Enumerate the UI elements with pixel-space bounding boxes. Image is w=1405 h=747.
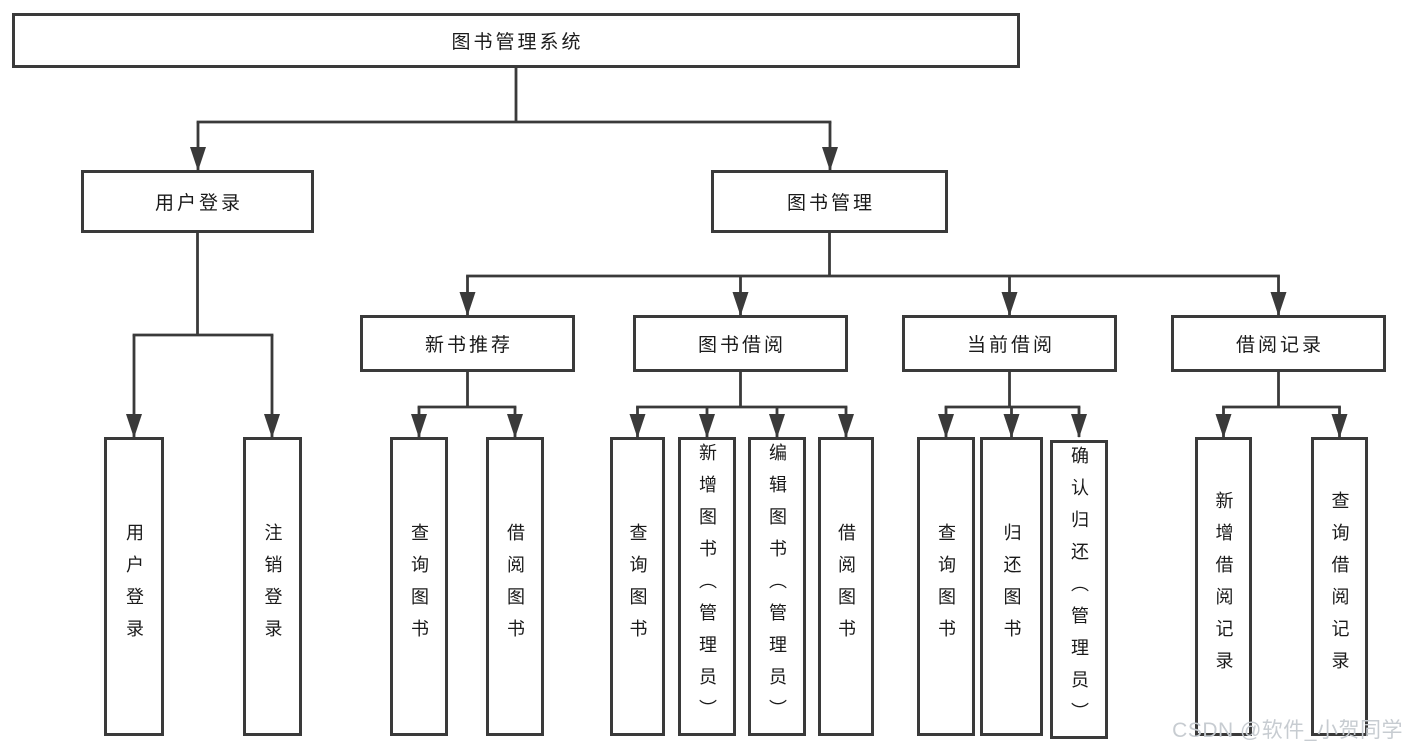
node-return-books: 归还图书 <box>980 437 1043 736</box>
node-query-books: 查询图书 <box>610 437 665 736</box>
node-borrow-books: 借阅图书 <box>486 437 544 736</box>
node-label: 图书借阅 <box>697 335 786 356</box>
node-query-books: 查询图书 <box>917 437 975 736</box>
node-label: 借阅图书 <box>505 522 525 651</box>
node-label: 确认归还（管理员） <box>1069 445 1089 734</box>
node-label: 当前借阅 <box>966 335 1055 356</box>
node-library-management-system: 图书管理系统 <box>12 13 1020 68</box>
node-label: 新增图书（管理员） <box>697 442 717 731</box>
node-new-book-recommendation: 新书推荐 <box>360 315 575 372</box>
node-book-borrowing: 图书借阅 <box>633 315 848 372</box>
node-label: 图书管理系统 <box>451 32 584 53</box>
node-borrow-books: 借阅图书 <box>818 437 874 736</box>
node-confirm-return-admin: 确认归还（管理员） <box>1050 440 1108 739</box>
node-label: 用户登录 <box>124 522 144 651</box>
node-label: 借阅图书 <box>836 522 856 651</box>
node-borrowing-records: 借阅记录 <box>1171 315 1386 372</box>
node-label: 查询图书 <box>409 522 429 651</box>
node-logout: 注销登录 <box>243 437 302 736</box>
node-label: 查询图书 <box>627 522 648 651</box>
node-user-login-leaf: 用户登录 <box>104 437 164 736</box>
node-label: 用户登录 <box>154 193 243 214</box>
node-edit-book-admin: 编辑图书（管理员） <box>748 437 806 736</box>
node-label: 查询图书 <box>936 522 956 651</box>
node-label: 归还图书 <box>1001 522 1022 651</box>
node-add-borrow-record: 新增借阅记录 <box>1195 437 1252 736</box>
node-label: 新增借阅记录 <box>1213 490 1234 683</box>
node-label: 注销登录 <box>262 522 283 651</box>
node-label: 编辑图书（管理员） <box>767 442 787 731</box>
node-query-borrow-record: 查询借阅记录 <box>1311 437 1368 736</box>
csdn-watermark: CSDN @软件_小贺同学 <box>1172 719 1403 742</box>
node-label: 图书管理 <box>786 193 875 214</box>
node-label: 查询借阅记录 <box>1329 490 1350 683</box>
node-current-borrowing: 当前借阅 <box>902 315 1117 372</box>
node-label: 新书推荐 <box>424 335 513 356</box>
node-book-management: 图书管理 <box>711 170 948 233</box>
node-user-login: 用户登录 <box>81 170 314 233</box>
node-query-books: 查询图书 <box>390 437 448 736</box>
node-label: 借阅记录 <box>1235 335 1324 356</box>
node-add-book-admin: 新增图书（管理员） <box>678 437 736 736</box>
